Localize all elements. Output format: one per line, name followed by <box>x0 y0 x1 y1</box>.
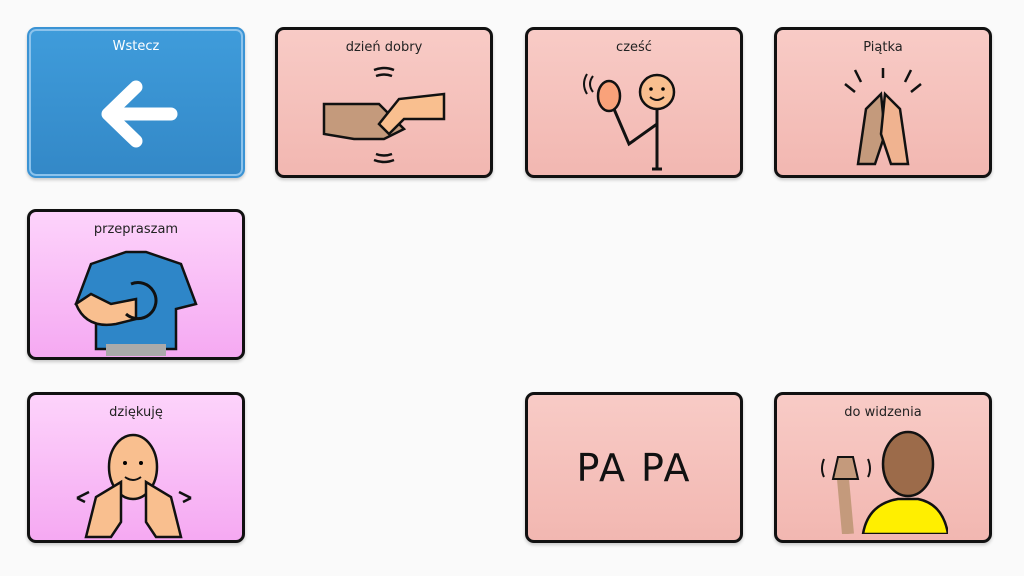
tile-czesc[interactable]: cześć <box>525 27 743 178</box>
tile-przepraszam[interactable]: przepraszam <box>27 209 245 360</box>
tile-label: Wstecz <box>112 39 160 54</box>
tile-dzien-dobry[interactable]: dzień dobry <box>275 27 493 178</box>
thank-you-sign-icon <box>76 433 192 539</box>
high-five-icon <box>844 68 922 166</box>
tile-label: PA PA <box>576 445 692 490</box>
tile-label: przepraszam <box>93 222 179 237</box>
tile-label: cześć <box>616 40 652 55</box>
tile-piatka[interactable]: Piątka <box>774 27 992 178</box>
sorry-sign-icon <box>74 250 198 356</box>
tile-dziekuje[interactable]: dziękuję <box>27 392 245 543</box>
goodbye-wave-icon <box>821 430 948 534</box>
tile-label: Piątka <box>863 40 903 55</box>
tile-label: dzień dobry <box>345 40 423 55</box>
back-button[interactable]: Wstecz <box>27 27 245 178</box>
tile-pa-pa[interactable]: PA PA <box>525 392 743 543</box>
tile-do-widzenia[interactable]: do widzenia <box>774 392 992 543</box>
handshake-icon <box>322 66 446 164</box>
tile-label: do widzenia <box>844 405 922 420</box>
waving-person-icon <box>583 73 676 171</box>
arrow-left-icon <box>101 80 178 148</box>
tile-label: dziękuję <box>109 405 163 420</box>
